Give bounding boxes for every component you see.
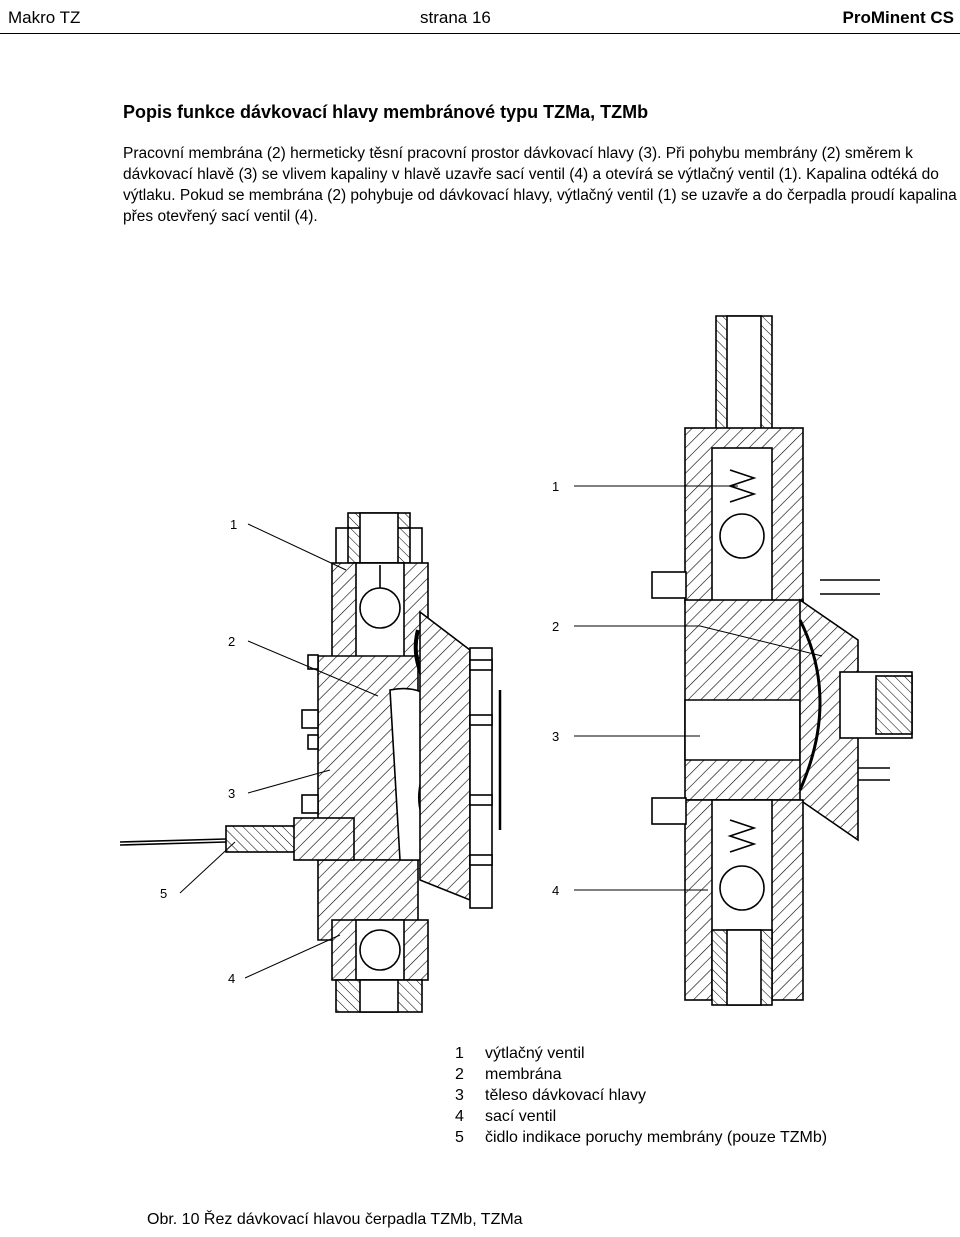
legend-item: 3 těleso dávkovací hlavy — [455, 1085, 827, 1106]
legend-item: 1 výtlačný ventil — [455, 1043, 827, 1064]
header-company: ProMinent CS — [842, 8, 954, 27]
right-callout-4: 4 — [552, 883, 559, 898]
legend-text: těleso dávkovací hlavy — [485, 1087, 646, 1104]
legend-item: 2 membrána — [455, 1064, 827, 1085]
legend-text: membrána — [485, 1066, 562, 1083]
cross-section-drawing: 1 2 3 5 4 — [119, 315, 913, 1013]
section-title: Popis funkce dávkovací hlavy membránové … — [123, 102, 649, 122]
header-divider — [0, 33, 960, 34]
legend-number: 1 — [455, 1045, 464, 1062]
figure-caption: Obr. 10 Řez dávkovací hlavou čerpadla TZ… — [147, 1211, 523, 1228]
left-callout-5: 5 — [160, 886, 167, 901]
legend-number: 5 — [455, 1129, 464, 1146]
right-callout-1: 1 — [552, 479, 559, 494]
figure-legend: 1 výtlačný ventil 2 membrána 3 těleso dá… — [455, 1043, 827, 1148]
left-callout-1: 1 — [230, 517, 237, 532]
header-product: Makro TZ — [8, 8, 81, 27]
left-pump-head-drawing — [119, 512, 502, 1013]
legend-text: čidlo indikace poruchy membrány (pouze T… — [485, 1129, 828, 1146]
legend-number: 3 — [455, 1087, 464, 1104]
legend-text: výtlačný ventil — [485, 1045, 585, 1062]
legend-text: sací ventil — [485, 1108, 557, 1125]
left-callout-leaders — [179, 523, 379, 979]
legend-number: 4 — [455, 1108, 464, 1125]
left-callout-2: 2 — [228, 634, 235, 649]
legend-item: 5 čidlo indikace poruchy membrány (pouze… — [455, 1127, 827, 1148]
right-callout-leaders — [574, 485, 823, 891]
left-callout-4: 4 — [228, 971, 235, 986]
page-header: Makro TZ strana 16 ProMinent CS — [0, 0, 960, 34]
section-paragraph: Pracovní membrána (2) hermeticky těsní p… — [123, 145, 957, 225]
right-callout-2: 2 — [552, 619, 559, 634]
legend-item: 4 sací ventil — [455, 1106, 827, 1127]
right-pump-head-drawing — [651, 315, 913, 1006]
header-page-number: strana 16 — [420, 8, 491, 27]
legend-number: 2 — [455, 1066, 464, 1083]
left-callout-3: 3 — [228, 786, 235, 801]
right-callout-3: 3 — [552, 729, 559, 744]
